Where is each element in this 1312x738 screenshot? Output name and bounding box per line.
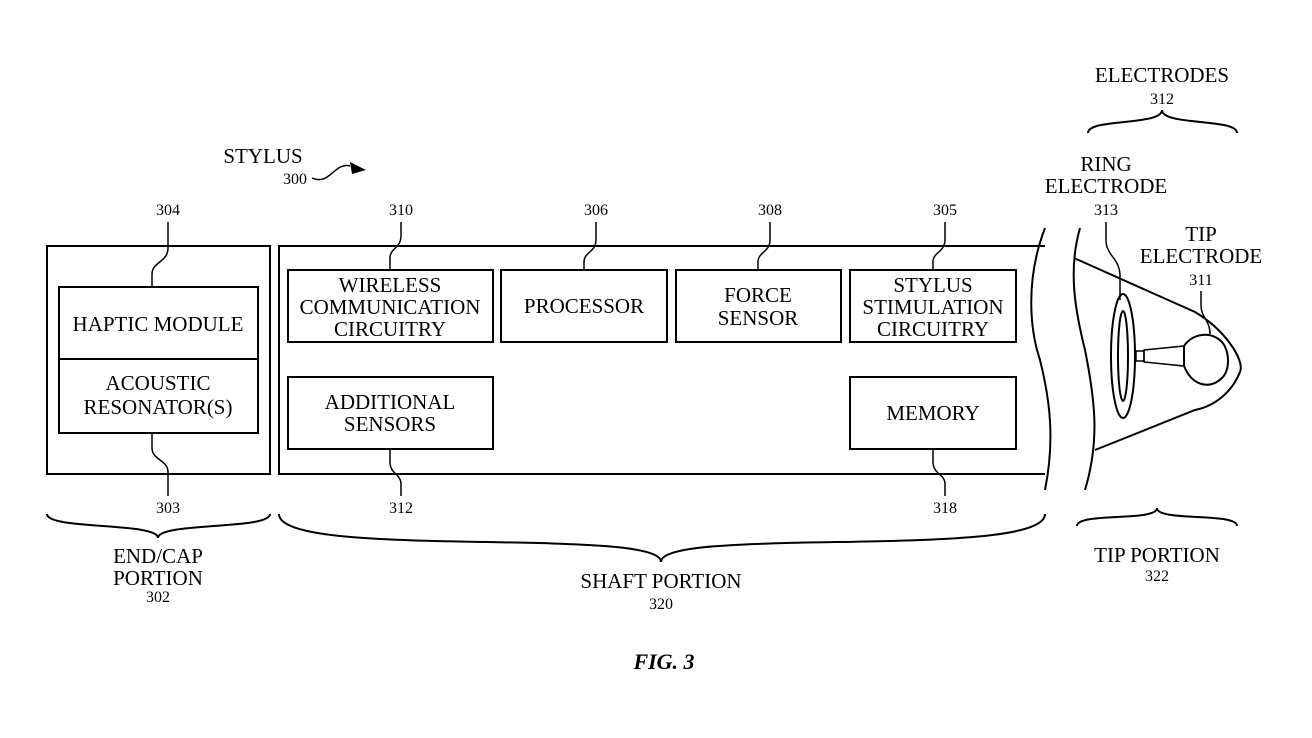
tip-electrode-leader [1200, 291, 1211, 335]
stimulation-label-1: STYLUS [893, 273, 972, 297]
wireless-label-3: CIRCUITRY [334, 317, 446, 341]
tip-electrode-ball [1183, 333, 1229, 386]
ring-electrode-label-2: ELECTRODE [1045, 174, 1167, 198]
ring-electrode-leader [1105, 222, 1121, 300]
wireless-ref: 310 [389, 202, 413, 219]
stimulation-ref: 305 [933, 202, 957, 219]
endcap-label-1: END/CAP [113, 544, 203, 568]
acoustic-leader [151, 433, 169, 496]
force-sensor-label-1: FORCE [724, 283, 792, 307]
tip-electrode-stem [1143, 345, 1185, 367]
memory-leader [932, 449, 946, 496]
acoustic-ref: 303 [156, 500, 180, 517]
acoustic-resonator-box [58, 358, 259, 434]
tip-portion-label: TIP PORTION [1094, 543, 1220, 567]
endcap-brace [46, 513, 271, 539]
tip-electrode-ref: 311 [1189, 272, 1212, 289]
tip-electrode-label-2: ELECTRODE [1140, 244, 1262, 268]
tip-cone-outline [1073, 257, 1242, 451]
tip-portion-brace [1076, 507, 1238, 527]
shaft-break-line [1030, 227, 1052, 491]
stylus-leader-arrow [311, 164, 351, 181]
electrodes-ref: 312 [1150, 91, 1174, 108]
endcap-housing [46, 245, 271, 475]
processor-leader [583, 222, 597, 270]
acoustic-resonator-label-2: RESONATOR(S) [84, 395, 233, 419]
tip-break-line [1072, 227, 1096, 491]
figure-caption: FIG. 3 [632, 649, 694, 674]
ring-electrode-inner [1117, 310, 1129, 402]
tip-portion-ref: 322 [1145, 568, 1169, 585]
acoustic-resonator-label-1: ACOUSTIC [105, 371, 210, 395]
processor-label: PROCESSOR [524, 294, 644, 318]
ring-electrode-ref: 313 [1094, 202, 1118, 219]
shaft-housing [278, 245, 1045, 475]
tip-electrode-label-1: TIP [1185, 222, 1217, 246]
stylus-arrowhead [350, 162, 366, 174]
additional-sensors-leader [389, 449, 402, 496]
tip-shaft-end [1135, 350, 1145, 362]
electrodes-brace [1087, 109, 1238, 134]
stimulation-leader [932, 222, 946, 270]
ring-electrode-outer [1110, 293, 1136, 419]
haptic-module-label: HAPTIC MODULE [73, 312, 244, 336]
stylus-ref: 300 [283, 171, 307, 188]
force-sensor-ref: 308 [758, 202, 782, 219]
electrodes-label: ELECTRODES [1095, 63, 1229, 87]
shaft-label: SHAFT PORTION [580, 569, 741, 593]
wireless-label-1: WIRELESS [339, 273, 442, 297]
ring-electrode-label-1: RING [1080, 152, 1131, 176]
stylus-label: STYLUS [223, 144, 302, 168]
force-sensor-label-2: SENSOR [718, 306, 799, 330]
additional-sensors-label-2: SENSORS [344, 412, 436, 436]
haptic-leader [151, 222, 169, 287]
stimulation-label-2: STIMULATION [862, 295, 1003, 319]
force-sensor-leader [757, 222, 771, 270]
wireless-label-2: COMMUNICATION [300, 295, 481, 319]
memory-ref: 318 [933, 500, 957, 517]
shaft-ref: 320 [649, 596, 673, 613]
stimulation-label-3: CIRCUITRY [877, 317, 989, 341]
shaft-brace [278, 513, 1046, 563]
endcap-label-2: PORTION [113, 566, 203, 590]
wireless-leader [389, 222, 402, 270]
memory-label: MEMORY [886, 401, 979, 425]
additional-sensors-ref: 312 [389, 500, 413, 517]
haptic-ref: 304 [156, 202, 180, 219]
processor-ref: 306 [584, 202, 608, 219]
additional-sensors-label-1: ADDITIONAL [325, 390, 456, 414]
endcap-ref: 302 [146, 589, 170, 606]
